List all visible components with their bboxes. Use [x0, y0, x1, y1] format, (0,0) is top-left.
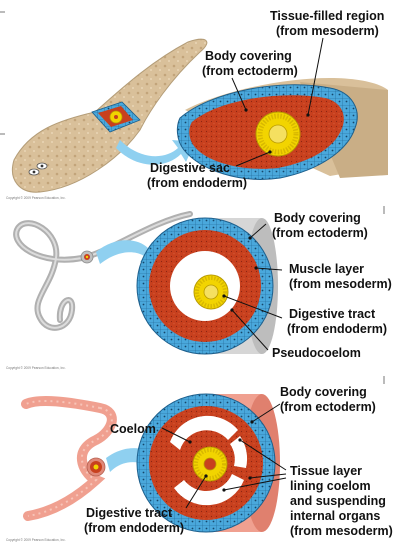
label-ew-digestive-tract-2: (from endoderm)	[84, 521, 184, 535]
copyright-1: Copyright © 2009 Pearson Education, Inc.	[6, 196, 66, 200]
label-digestive-sac-1: Digestive sac	[150, 161, 230, 175]
label-tissue-layer-1: Tissue layer	[290, 464, 362, 478]
label-rw-digestive-tract-2: (from endoderm)	[287, 322, 387, 336]
copyright-3: Copyright © 2009 Pearson Education, Inc.	[6, 538, 66, 542]
earthworm-small-cross-section	[87, 458, 105, 476]
label-coelom: Coelom	[110, 422, 156, 436]
panel-earthworm: Body covering (from ectoderm) Coelom Tis…	[6, 376, 393, 542]
label-tissue-layer-3: and suspending	[290, 494, 386, 508]
panel-roundworm: Body covering (from ectoderm) Muscle lay…	[6, 206, 392, 370]
roundworm-cross-section	[137, 218, 278, 354]
label-tissue-filled-2: (from mesoderm)	[276, 24, 379, 38]
label-rw-body-covering-1: Body covering	[274, 211, 361, 225]
label-tissue-layer-2: lining coelom	[290, 479, 371, 493]
label-tissue-filled-1: Tissue-filled region	[270, 9, 384, 23]
panel-flatworm: Tissue-filled region (from mesoderm) Bod…	[0, 9, 388, 200]
label-body-covering-2: (from ectoderm)	[202, 64, 298, 78]
label-ew-digestive-tract-1: Digestive tract	[86, 506, 173, 520]
endoderm-digestive-tract	[193, 447, 227, 481]
label-digestive-sac-2: (from endoderm)	[147, 176, 247, 190]
label-ew-body-covering-2: (from ectoderm)	[280, 400, 376, 414]
copyright-2: Copyright © 2009 Pearson Education, Inc.	[6, 366, 66, 370]
roundworm-small-cross-section	[81, 251, 93, 263]
label-muscle-layer-2: (from mesoderm)	[289, 277, 392, 291]
label-tissue-layer-5: (from mesoderm)	[290, 524, 393, 538]
label-muscle-layer-1: Muscle layer	[289, 262, 364, 276]
label-body-covering-1: Body covering	[205, 49, 292, 63]
label-tissue-layer-4: internal organs	[290, 509, 380, 523]
label-rw-body-covering-2: (from ectoderm)	[272, 226, 368, 240]
endoderm-digestive-sac	[256, 112, 300, 156]
label-pseudocoelom: Pseudocoelom	[272, 346, 361, 360]
label-rw-digestive-tract-1: Digestive tract	[289, 307, 376, 321]
endoderm-digestive-tract	[194, 275, 228, 309]
label-ew-body-covering-1: Body covering	[280, 385, 367, 399]
